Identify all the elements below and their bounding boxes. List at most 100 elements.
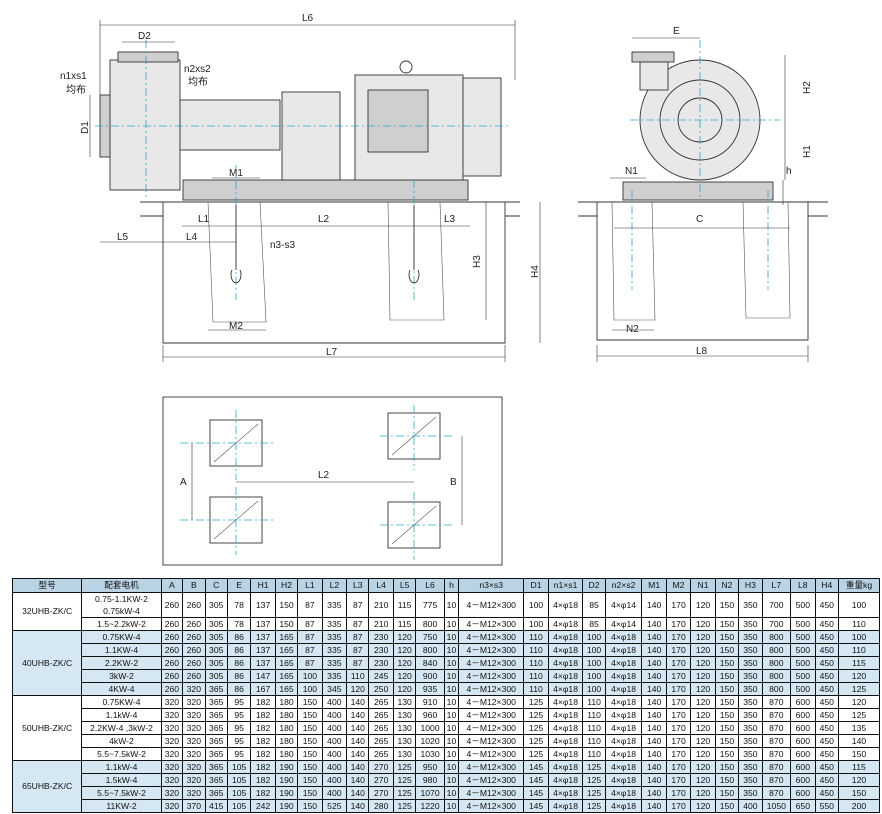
- value-cell: 140: [346, 747, 370, 761]
- label-n2-note: 均布: [188, 76, 208, 88]
- value-cell: 4－M12×300: [458, 695, 525, 709]
- label-C: C: [696, 214, 703, 225]
- value-cell: 4－M12×300: [458, 656, 525, 670]
- value-cell: 500: [790, 682, 816, 696]
- value-cell: 450: [814, 708, 839, 722]
- motor-cell: 11KW-2: [81, 799, 162, 813]
- value-cell: 150: [297, 773, 323, 787]
- value-cell: 265: [368, 747, 394, 761]
- value-cell: 320: [182, 773, 206, 787]
- value-cell: 260: [160, 630, 184, 644]
- value-cell: 365: [204, 695, 228, 709]
- motor-cell: 4kW-2: [81, 734, 162, 748]
- value-cell: 120: [690, 643, 716, 657]
- value-cell: 800: [761, 630, 792, 644]
- model-cell: 50UHB-ZK/C: [11, 695, 83, 761]
- value-cell: 95: [226, 708, 252, 722]
- value-cell: 305: [204, 656, 228, 670]
- value-cell: 4×φ18: [547, 760, 584, 774]
- value-cell: 170: [665, 592, 692, 618]
- value-cell: 150: [714, 630, 740, 644]
- value-cell: 260: [160, 592, 184, 618]
- motor-cell: 3kW-2: [81, 669, 162, 683]
- value-cell: 500: [790, 669, 816, 683]
- value-cell: 950: [415, 760, 445, 774]
- motor-cell: 5.5~7.5kW-2: [81, 747, 162, 761]
- value-cell: 415: [204, 799, 228, 813]
- column-header: n1×s1: [547, 578, 584, 593]
- label-n1-note: 均布: [66, 84, 86, 96]
- value-cell: 120: [690, 682, 716, 696]
- motor-cell: 2.2KW-4 ,3kW-2: [81, 721, 162, 735]
- value-cell: 4－M12×300: [458, 617, 525, 631]
- value-cell: 230: [368, 643, 394, 657]
- value-cell: 87: [346, 630, 370, 644]
- label-L2: L2: [318, 214, 330, 225]
- value-cell: 600: [790, 734, 816, 748]
- value-cell: 345: [321, 682, 348, 696]
- value-cell: 365: [204, 773, 228, 787]
- column-header: E: [226, 578, 252, 593]
- value-cell: 450: [814, 747, 839, 761]
- value-cell: 4×φ18: [604, 799, 643, 813]
- column-header: A: [160, 578, 184, 593]
- value-cell: 120: [837, 773, 881, 787]
- value-cell: 165: [274, 682, 299, 696]
- value-cell: 10: [443, 617, 460, 631]
- motor-cell: 1.1kW-4: [81, 708, 162, 722]
- value-cell: 125: [582, 799, 606, 813]
- value-cell: 400: [321, 747, 348, 761]
- value-cell: 980: [415, 773, 445, 787]
- value-cell: 170: [665, 734, 692, 748]
- value-cell: 120: [690, 747, 716, 761]
- value-cell: 242: [250, 799, 276, 813]
- value-cell: 700: [761, 592, 792, 618]
- value-cell: 350: [738, 708, 763, 722]
- value-cell: 525: [321, 799, 348, 813]
- motor-cell: 0.75KW-4: [81, 695, 162, 709]
- value-cell: 600: [790, 747, 816, 761]
- value-cell: 230: [368, 656, 394, 670]
- value-cell: 140: [641, 760, 667, 774]
- value-cell: 350: [738, 617, 763, 631]
- value-cell: 320: [160, 721, 184, 735]
- value-cell: 210: [368, 592, 394, 618]
- value-cell: 110: [582, 708, 606, 722]
- value-cell: 4×φ18: [604, 786, 643, 800]
- value-cell: 450: [814, 786, 839, 800]
- motor-cell: 1.5~2.2kW-2: [81, 617, 162, 631]
- value-cell: 4－M12×300: [458, 786, 525, 800]
- value-cell: 120: [690, 721, 716, 735]
- value-cell: 165: [274, 643, 299, 657]
- value-cell: 365: [204, 747, 228, 761]
- value-cell: 180: [274, 708, 299, 722]
- column-header: L3: [346, 578, 370, 593]
- value-cell: 87: [297, 630, 323, 644]
- value-cell: 150: [714, 682, 740, 696]
- value-cell: 140: [641, 669, 667, 683]
- label-M2: M2: [229, 321, 243, 332]
- value-cell: 120: [690, 695, 716, 709]
- value-cell: 150: [297, 708, 323, 722]
- value-cell: 4－M12×300: [458, 799, 525, 813]
- value-cell: 95: [226, 721, 252, 735]
- value-cell: 800: [761, 669, 792, 683]
- value-cell: 335: [321, 643, 348, 657]
- value-cell: 10: [443, 773, 460, 787]
- value-cell: 105: [226, 786, 252, 800]
- value-cell: 350: [738, 734, 763, 748]
- value-cell: 150: [274, 592, 299, 618]
- value-cell: 120: [690, 592, 716, 618]
- column-header: n2×s2: [604, 578, 643, 593]
- value-cell: 125: [392, 760, 417, 774]
- label-L8: L8: [696, 346, 708, 357]
- value-cell: 320: [160, 786, 184, 800]
- value-cell: 870: [761, 721, 792, 735]
- value-cell: 870: [761, 773, 792, 787]
- value-cell: 400: [321, 773, 348, 787]
- value-cell: 150: [297, 760, 323, 774]
